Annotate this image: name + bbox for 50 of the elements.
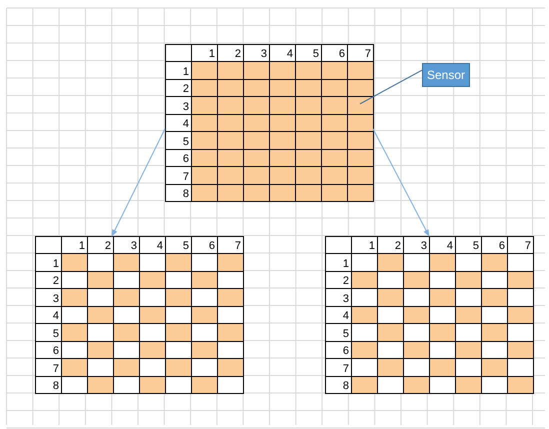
row-number: 3 xyxy=(52,292,59,304)
row-number: 2 xyxy=(52,275,59,287)
column-number: 6 xyxy=(338,48,345,60)
row-number: 4 xyxy=(182,118,189,130)
leader-line xyxy=(360,70,422,104)
column-number: 5 xyxy=(312,48,319,60)
column-number: 4 xyxy=(156,240,163,252)
column-number: 1 xyxy=(368,240,375,252)
column-number: 2 xyxy=(234,48,241,60)
row-number: 7 xyxy=(342,362,349,374)
row-number: 6 xyxy=(52,345,59,357)
shaded-cell xyxy=(347,96,374,114)
row-number: 4 xyxy=(52,310,59,322)
row-number: 6 xyxy=(182,153,189,165)
column-number: 5 xyxy=(472,240,479,252)
row-number: 5 xyxy=(52,328,59,340)
column-number: 1 xyxy=(208,48,215,60)
row-number: 4 xyxy=(342,310,349,322)
column-number: 2 xyxy=(394,240,401,252)
column-number: 3 xyxy=(130,240,137,252)
arrow xyxy=(111,128,166,237)
row-number: 1 xyxy=(182,66,189,78)
column-number: 7 xyxy=(234,240,241,252)
row-number: 2 xyxy=(342,275,349,287)
row-number: 8 xyxy=(342,380,349,392)
column-number: 1 xyxy=(78,240,85,252)
row-number: 1 xyxy=(52,258,59,270)
arrow xyxy=(372,128,430,237)
row-number: 2 xyxy=(182,83,189,95)
column-number: 4 xyxy=(286,48,293,60)
row-number: 6 xyxy=(342,345,349,357)
column-number: 3 xyxy=(420,240,427,252)
column-number: 4 xyxy=(446,240,453,252)
row-number: 7 xyxy=(52,362,59,374)
column-number: 6 xyxy=(208,240,215,252)
column-number: 5 xyxy=(182,240,189,252)
column-number: 3 xyxy=(260,48,267,60)
column-number: 7 xyxy=(364,48,371,60)
row-number: 3 xyxy=(342,292,349,304)
row-number: 8 xyxy=(182,188,189,200)
column-number: 2 xyxy=(104,240,111,252)
row-number: 3 xyxy=(182,100,189,112)
row-number: 8 xyxy=(52,380,59,392)
column-number: 7 xyxy=(524,240,531,252)
callout-box: Sensor xyxy=(422,63,470,87)
column-number: 6 xyxy=(498,240,505,252)
row-number: 5 xyxy=(182,136,189,148)
row-number: 1 xyxy=(342,258,349,270)
row-number: 5 xyxy=(342,328,349,340)
row-number: 7 xyxy=(182,170,189,182)
